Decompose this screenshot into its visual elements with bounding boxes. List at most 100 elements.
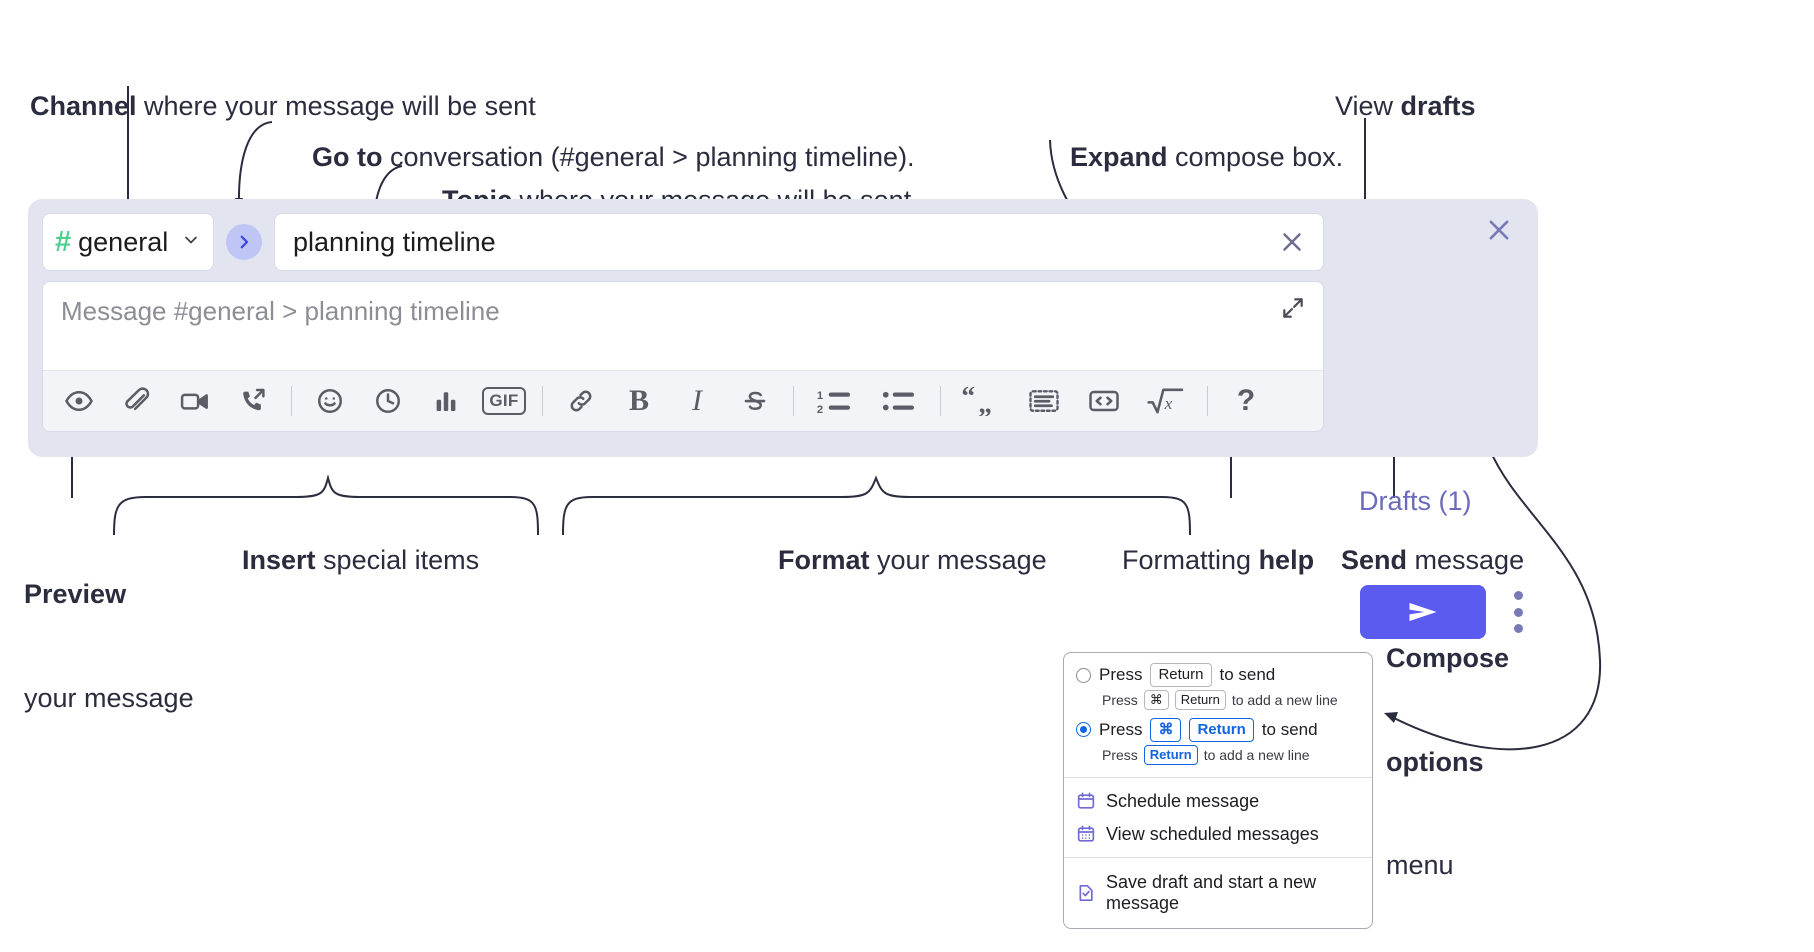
bold-label: B [628,384,649,417]
compose-options-button[interactable] [1509,591,1527,633]
annotation-compose-strong2: options [1386,746,1484,777]
annotation-channel-rest: where your message will be sent [136,91,536,122]
annotation-format: Format your message [748,508,1047,612]
menu-item-view-scheduled-messages[interactable]: View scheduled messages [1064,818,1372,851]
close-compose-button[interactable] [1482,213,1516,247]
formatting-help-icon[interactable]: ? [1224,379,1268,423]
annotation-compose-rest: menu [1386,850,1454,881]
annotation-goto-rest: conversation (#general > planning timeli… [382,141,915,172]
separator-1 [291,386,292,416]
menu-divider-2 [1064,856,1372,858]
strikethrough-icon[interactable] [733,379,777,423]
kebab-dot-3 [1513,624,1523,633]
message-input[interactable]: Message #general > planning timeline [43,282,1323,370]
annotation-help-strong: help [1258,544,1315,575]
annotation-drafts-strong: drafts [1400,91,1476,122]
expand-compose-button[interactable] [1277,292,1309,324]
send-message-button[interactable] [1360,585,1486,639]
radio-option-return-to-send[interactable]: Press Return to send [1076,663,1360,688]
channel-selector[interactable]: # general [42,213,214,271]
annotation-help: Formatting help [1092,508,1314,612]
option1-pre: Press [1099,665,1143,685]
help-label: ? [1236,384,1256,417]
blockquote-icon[interactable]: “ „ [957,379,1007,423]
option1-sub-key1: ⌘ [1143,690,1169,710]
option1-sub-post: to add a new line [1231,692,1338,709]
radio-option-cmd-return-to-send[interactable]: Press ⌘ Return to send [1076,717,1360,743]
chevron-right-icon [240,235,249,249]
message-placeholder: Message #general > planning timeline [61,296,500,326]
chevron-down-icon [181,230,201,255]
menu-item-label: View scheduled messages [1106,823,1319,844]
attachment-icon[interactable] [115,379,159,423]
compose-inner: # general planning timeline [42,213,1324,432]
svg-text:„: „ [978,387,992,416]
drafts-link[interactable]: Drafts (1) [1359,486,1472,516]
annotation-drafts-pre: View [1335,91,1401,122]
clock-icon[interactable] [366,379,410,423]
annotation-expand-rest: compose box. [1167,141,1344,172]
send-paper-plane-icon [1409,603,1437,621]
annotation-send-strong: Send [1341,544,1408,575]
option1-sub-key2: Return [1174,690,1226,710]
annotation-help-pre: Formatting [1122,544,1259,575]
hash-icon: # [55,225,72,258]
bold-icon[interactable]: B [617,379,661,423]
calendar-clock-icon [1076,791,1096,811]
go-to-conversation-button[interactable] [226,224,262,260]
link-icon[interactable] [559,379,603,423]
calendar-grid-icon [1076,824,1096,844]
preview-icon[interactable] [57,379,101,423]
annotation-preview-strong: Preview [24,579,127,610]
kebab-dot-2 [1513,607,1523,617]
radio-icon [1076,667,1091,683]
separator-3 [793,386,794,416]
clear-topic-button[interactable] [1277,227,1307,257]
menu-item-schedule-message[interactable]: Schedule message [1064,782,1372,818]
menu-item-label: Save draft and start a new message [1106,871,1317,913]
option2-sub-pre: Press [1102,746,1138,763]
bulleted-list-icon[interactable] [874,379,924,423]
topic-input[interactable]: planning timeline [274,213,1324,271]
video-clip-icon[interactable] [173,379,217,423]
italic-icon[interactable]: I [675,379,719,423]
separator-2 [542,386,543,416]
send-shortcut-options: Press Return to send Press ⌘ Return to a… [1064,653,1372,777]
option2-subtext: Press Return to add a new line [1102,745,1360,765]
svg-text:x: x [1164,394,1173,413]
emoji-icon[interactable] [308,379,352,423]
ordered-list-icon[interactable]: 1 2 [810,379,860,423]
draft-group: Save draft and start a new message [1064,858,1372,928]
menu-divider-1 [1064,776,1372,778]
menu-item-label: Schedule message [1106,790,1260,811]
annotation-format-strong: Format [778,544,870,575]
annotation-insert: Insert special items [212,508,479,612]
compose-options-menu: Press Return to send Press ⌘ Return to a… [1063,652,1373,929]
gif-icon[interactable]: GIF [482,379,526,423]
compose-header-row: # general planning timeline [42,213,1324,271]
svg-text:1: 1 [817,390,823,402]
annotation-expand: Expand compose box. [1040,105,1343,209]
expand-diagonal-icon [1283,298,1303,318]
poll-bars-icon[interactable] [424,379,468,423]
annotation-expand-strong: Expand [1070,141,1168,172]
close-icon [1283,233,1301,251]
separator-5 [1207,386,1208,416]
formatting-toolbar: GIF B I [43,370,1323,431]
topic-value: planning timeline [293,226,496,257]
code-icon[interactable] [1081,379,1127,423]
annotation-insert-strong: Insert [242,544,316,575]
code-block-icon[interactable] [1021,379,1067,423]
latex-icon[interactable]: x [1141,379,1191,423]
document-check-icon [1076,883,1096,903]
schedule-group: Schedule message View [1064,778,1372,857]
option1-subtext: Press ⌘ Return to add a new line [1102,690,1360,710]
phone-arrow-icon[interactable] [231,379,275,423]
annotation-compose-options: Compose options menu [1386,572,1509,952]
svg-text:2: 2 [817,404,823,416]
menu-item-save-draft[interactable]: Save draft and start a new message [1064,863,1372,920]
message-box: Message #general > planning timeline [42,281,1324,432]
compose-box: Drafts (1) # general [28,199,1538,639]
annotation-preview: Preview your message [24,508,194,784]
